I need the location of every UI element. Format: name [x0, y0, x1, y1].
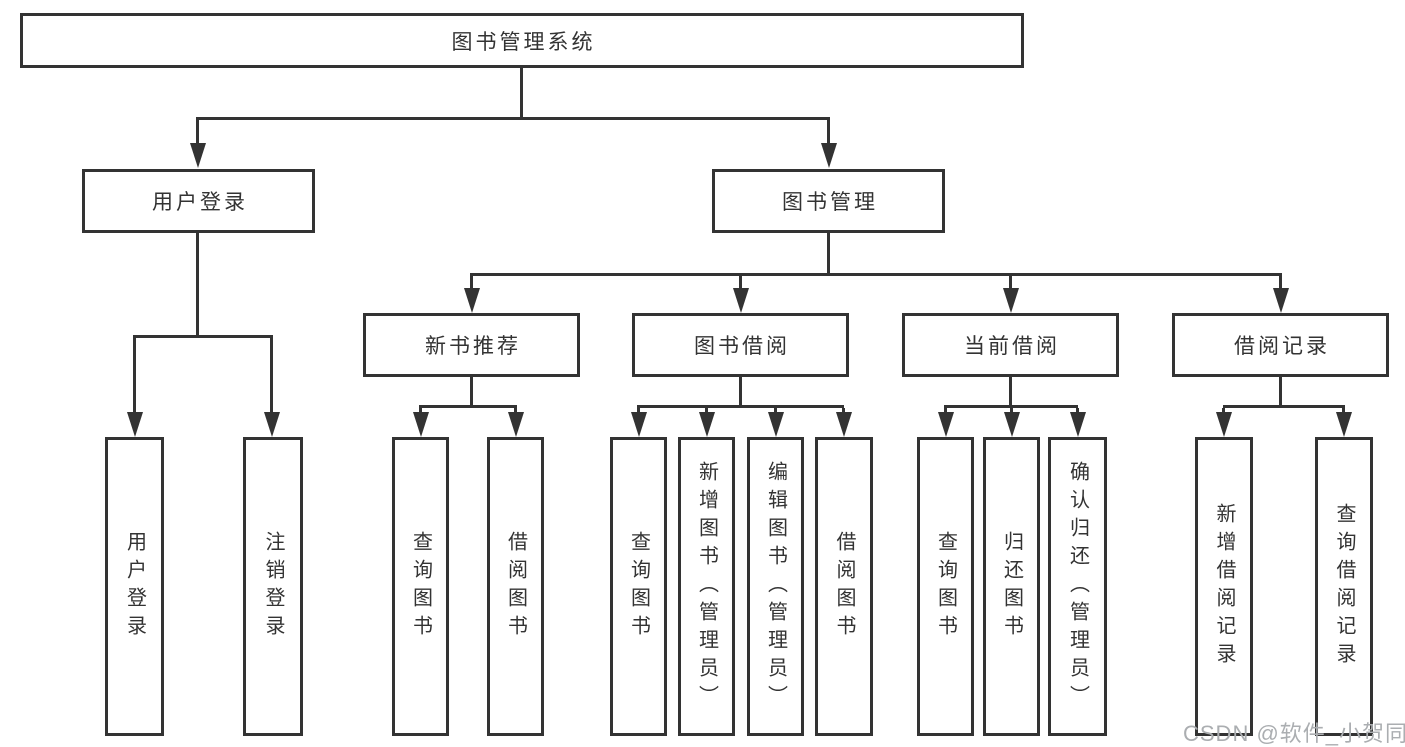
connector-root-bus [196, 117, 830, 120]
connector-root-stem [520, 68, 523, 117]
arrow-down-icon [1216, 412, 1232, 437]
arrow-down-icon [631, 412, 647, 437]
arrow-down-icon [1003, 288, 1019, 313]
connector-to-leaf [637, 408, 640, 414]
node-label: 图书管理 [782, 191, 878, 214]
arrow-down-icon [768, 412, 784, 437]
connector-to-leaf [1222, 408, 1225, 414]
leaf-label: 编辑图书（管理员） [764, 460, 787, 713]
connector-user-login-bus [133, 335, 273, 338]
leaf-label: 新增借阅记录 [1213, 502, 1235, 671]
connector-to-leaf-user-login [133, 338, 136, 412]
node-book-management: 图书管理 [712, 169, 945, 233]
leaf-return-book: 归还图书 [983, 437, 1040, 736]
arrow-down-icon [1004, 412, 1020, 437]
connector-book-borrow-stem [739, 377, 742, 405]
leaf-query-books-recommend: 查询图书 [392, 437, 449, 736]
leaf-edit-book-admin: 编辑图书（管理员） [747, 437, 804, 736]
arrow-down-icon [836, 412, 852, 437]
arrow-down-icon [127, 412, 143, 437]
connector-to-current-borrow [1009, 276, 1012, 288]
leaf-label: 确认归还（管理员） [1066, 460, 1089, 713]
arrow-down-icon [464, 288, 480, 313]
node-label: 当前借阅 [964, 335, 1060, 358]
leaf-label: 查询图书 [409, 530, 432, 643]
leaf-label: 新增图书（管理员） [695, 460, 718, 713]
connector-user-login-stem [196, 233, 199, 335]
connector-to-new-book-recommend [470, 276, 473, 288]
csdn-watermark: CSDN @软件_小贺同学 [1183, 721, 1405, 746]
leaf-label: 归还图书 [1000, 530, 1023, 643]
connector-to-leaf [842, 408, 845, 414]
leaf-label: 查询图书 [627, 530, 650, 643]
leaf-label: 借阅图书 [833, 530, 855, 643]
connector-to-leaf [1010, 408, 1013, 414]
connector-to-leaf [1342, 408, 1345, 414]
node-label: 图书借阅 [694, 335, 790, 358]
arrow-down-icon [733, 288, 749, 313]
connector-to-leaf [944, 408, 947, 414]
leaf-confirm-return-admin: 确认归还（管理员） [1048, 437, 1107, 736]
leaf-query-books-borrow: 查询图书 [610, 437, 667, 736]
connector-new-book-recommend-stem [470, 377, 473, 405]
arrow-down-icon [699, 412, 715, 437]
leaf-label: 注销登录 [262, 530, 284, 643]
leaf-label: 查询图书 [934, 530, 957, 643]
connector-to-leaf [514, 408, 517, 414]
leaf-user-login: 用户登录 [105, 437, 164, 736]
connector-to-leaf [419, 408, 422, 414]
node-new-book-recommend: 新书推荐 [363, 313, 580, 377]
connector-book-management-bus [470, 273, 1282, 276]
arrow-down-icon [1070, 412, 1086, 437]
connector-book-borrow-bus [637, 405, 844, 408]
node-label: 图书管理系统 [451, 30, 596, 54]
arrow-down-icon [264, 412, 280, 437]
node-borrow-records: 借阅记录 [1172, 313, 1389, 377]
leaf-add-borrow-record: 新增借阅记录 [1195, 437, 1253, 736]
leaf-add-book-admin: 新增图书（管理员） [678, 437, 735, 736]
leaf-query-borrow-record: 查询借阅记录 [1315, 437, 1373, 736]
leaf-query-books-current: 查询图书 [917, 437, 974, 736]
leaf-label: 用户登录 [123, 530, 146, 643]
leaf-label: 借阅图书 [504, 530, 527, 643]
connector-current-borrow-bus [944, 405, 1078, 408]
node-label: 借阅记录 [1234, 335, 1330, 358]
arrow-down-icon [821, 143, 837, 168]
node-library-management-system: 图书管理系统 [20, 13, 1024, 68]
connector-to-leaf [774, 408, 777, 414]
connector-to-leaf-logout [270, 338, 273, 412]
leaf-label: 查询借阅记录 [1333, 502, 1355, 671]
leaf-borrow-books-recommend: 借阅图书 [487, 437, 544, 736]
arrow-down-icon [508, 412, 524, 437]
node-label: 新书推荐 [425, 335, 521, 358]
arrow-down-icon [413, 412, 429, 437]
arrow-down-icon [1336, 412, 1352, 437]
node-book-borrow: 图书借阅 [632, 313, 849, 377]
connector-to-book-borrow [739, 276, 742, 288]
leaf-borrow-books-borrow: 借阅图书 [815, 437, 873, 736]
arrow-down-icon [1273, 288, 1289, 313]
leaf-logout: 注销登录 [243, 437, 303, 736]
connector-current-borrow-stem [1009, 377, 1012, 405]
arrow-down-icon [190, 143, 206, 168]
arrow-down-icon [938, 412, 954, 437]
connector-to-leaf [705, 408, 708, 414]
connector-new-book-recommend-bus [419, 405, 517, 408]
connector-to-leaf [1076, 408, 1079, 414]
connector-book-management-stem [827, 233, 830, 273]
connector-to-user-login [196, 120, 199, 146]
node-label: 用户登录 [152, 191, 248, 214]
connector-borrow-records-bus [1223, 405, 1345, 408]
connector-borrow-records-stem [1279, 377, 1282, 405]
node-current-borrow: 当前借阅 [902, 313, 1119, 377]
connector-to-book-management [827, 120, 830, 146]
connector-to-borrow-records [1279, 276, 1282, 288]
node-user-login: 用户登录 [82, 169, 315, 233]
